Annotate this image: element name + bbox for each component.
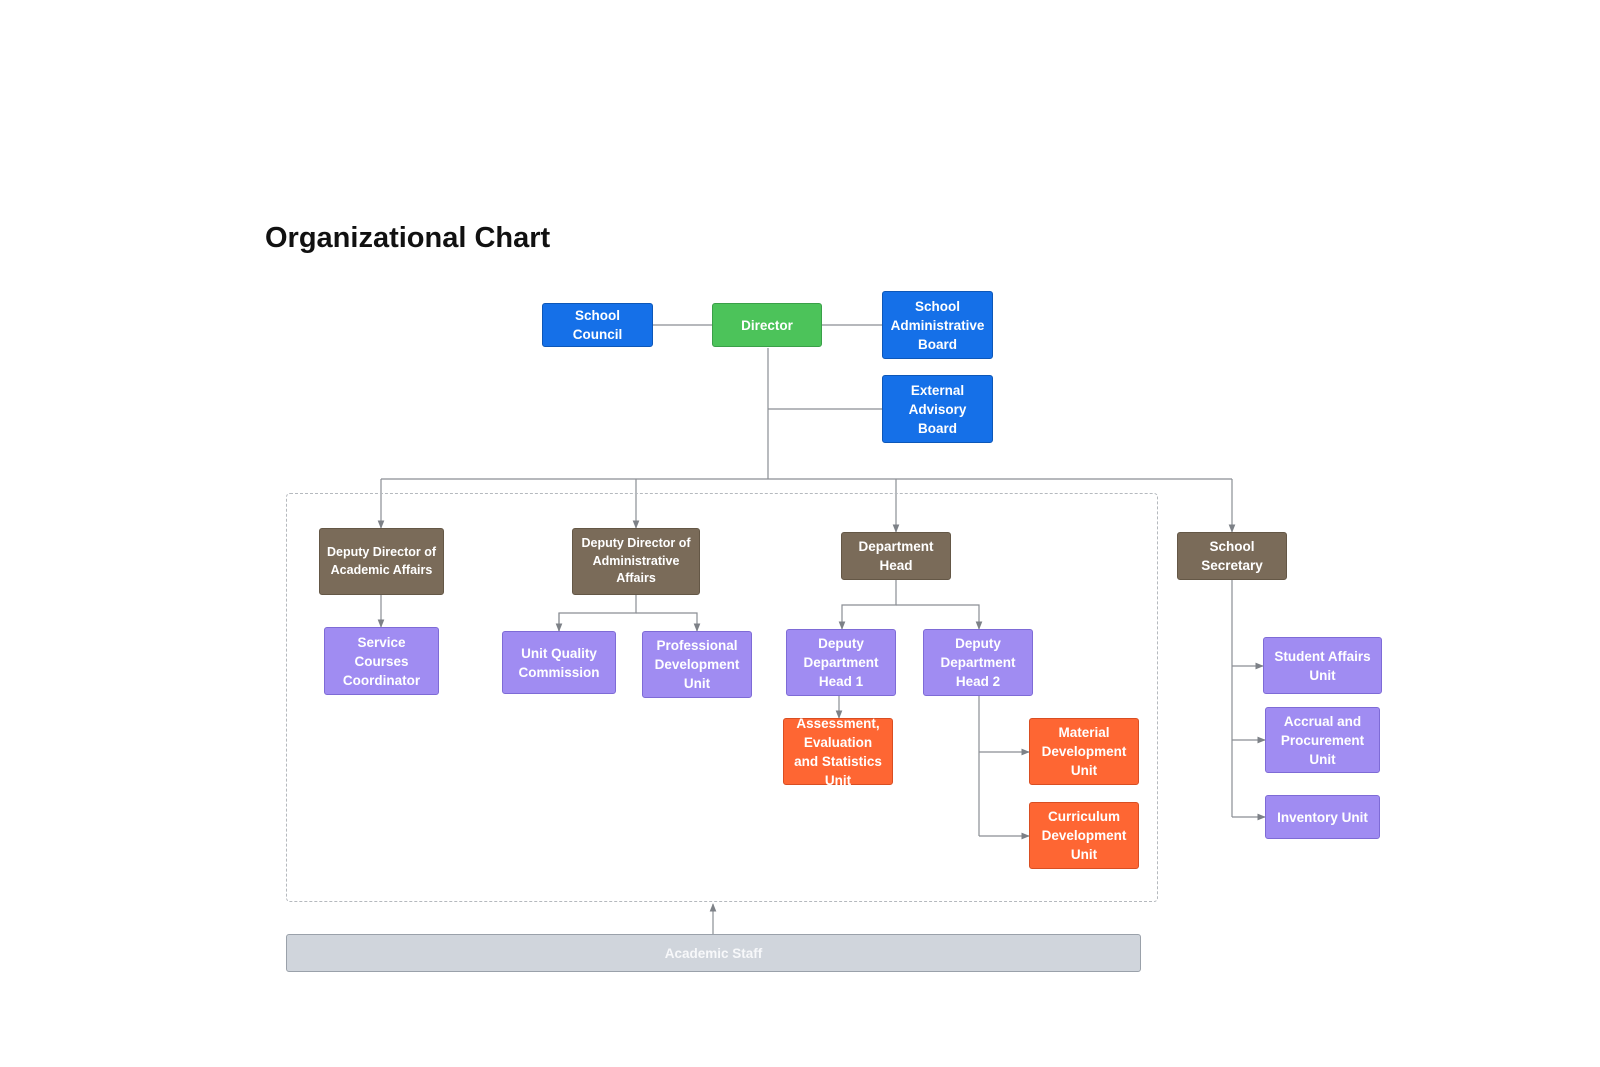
administrative-split-right xyxy=(636,612,701,632)
service-courses-coordinator-node[interactable]: Service Courses Coordinator xyxy=(324,627,439,695)
professional-development-unit-node[interactable]: Professional Development Unit xyxy=(642,631,752,698)
page-title: Organizational Chart xyxy=(265,222,551,254)
accrual-procurement-unit-node[interactable]: Accrual and Procurement Unit xyxy=(1265,707,1380,773)
deputy-department-head-1-node[interactable]: Deputy Department Head 1 xyxy=(786,629,896,696)
department-split xyxy=(838,580,897,630)
assessment-evaluation-statistics-unit-node[interactable]: Assessment, Evaluation and Statistics Un… xyxy=(783,716,893,788)
academic-group-boundary xyxy=(286,493,1158,902)
school-council-node[interactable]: School Council xyxy=(542,303,653,347)
student-affairs-unit-node[interactable]: Student Affairs Unit xyxy=(1263,637,1382,694)
deputy-department-head-2-node[interactable]: Deputy Department Head 2 xyxy=(923,629,1033,696)
curriculum-development-unit-node[interactable]: Curriculum Development Unit xyxy=(1029,802,1139,869)
department-head-node[interactable]: Department Head xyxy=(841,532,951,580)
school-secretary-node[interactable]: School Secretary xyxy=(1177,532,1287,580)
inventory-unit-node[interactable]: Inventory Unit xyxy=(1265,795,1380,839)
school-administrative-board-node[interactable]: School Administrative Board xyxy=(882,291,993,359)
external-advisory-board-node[interactable]: External Advisory Board xyxy=(882,375,993,443)
director-node[interactable]: Director xyxy=(712,303,822,347)
department-split-right xyxy=(896,604,983,630)
unit-quality-commission-node[interactable]: Unit Quality Commission xyxy=(502,631,616,694)
material-development-unit-node[interactable]: Material Development Unit xyxy=(1029,718,1139,785)
deputy-director-administrative-node[interactable]: Deputy Director of Administrative Affair… xyxy=(572,528,700,595)
deputy-director-academic-node[interactable]: Deputy Director of Academic Affairs xyxy=(319,528,444,595)
academic-staff-node[interactable]: Academic Staff xyxy=(286,934,1141,972)
